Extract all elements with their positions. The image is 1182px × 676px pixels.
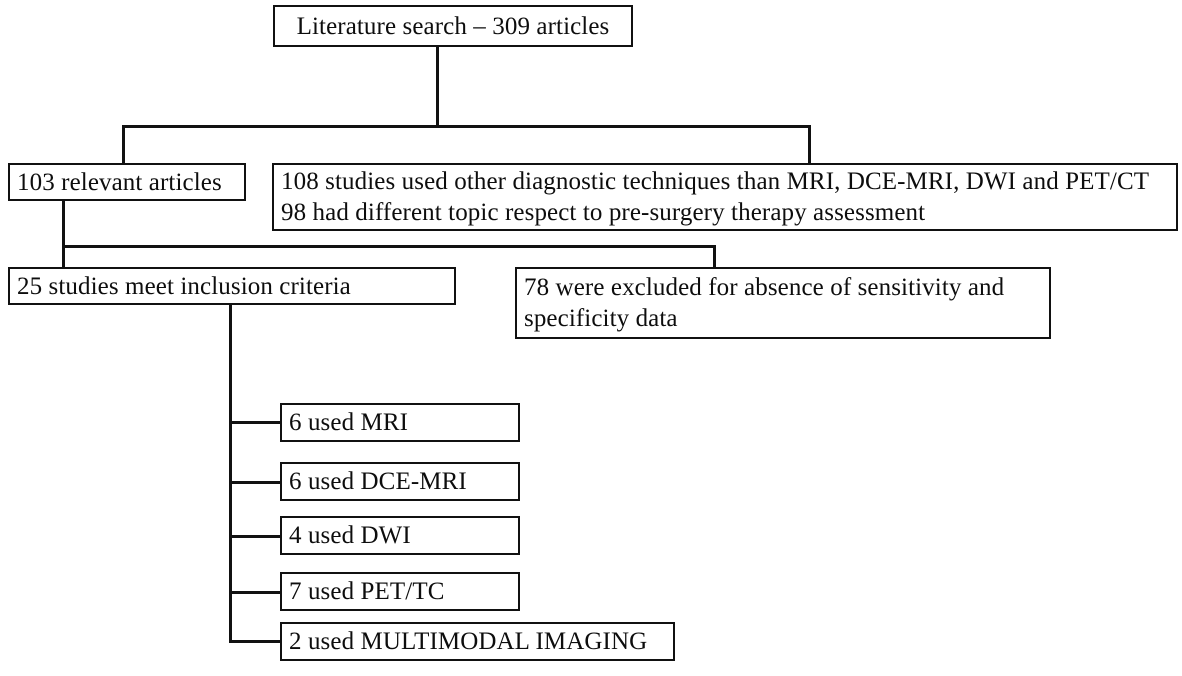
node-modality-dwi-label: 4 used DWI bbox=[289, 522, 411, 549]
connector-stub-modality-2 bbox=[229, 481, 282, 484]
connector-relevant-to-fork2 bbox=[62, 201, 65, 247]
node-modality-mri-label: 6 used MRI bbox=[289, 409, 409, 436]
node-second-exclusion-line-1: 78 were excluded for absence of sensitiv… bbox=[524, 274, 1005, 301]
connector-fork-bar-1 bbox=[122, 125, 811, 128]
node-second-exclusion: 78 were excluded for absence of sensitiv… bbox=[515, 267, 1051, 339]
node-modality-dwi: 4 used DWI bbox=[280, 516, 520, 555]
node-relevant-articles: 103 relevant articles bbox=[8, 163, 246, 201]
node-modality-multimodal: 2 used MULTIMODAL IMAGING bbox=[280, 622, 675, 661]
node-first-exclusion-line-1: 108 studies used other diagnostic techni… bbox=[281, 168, 1150, 195]
connector-stub-modality-3 bbox=[229, 535, 282, 538]
node-studies-included-label: 25 studies meet inclusion criteria bbox=[17, 272, 351, 300]
connector-fork2-right-drop bbox=[713, 245, 716, 269]
node-first-exclusion-line-2: 98 had different topic respect to pre-su… bbox=[281, 199, 926, 226]
node-modality-dce-mri: 6 used DCE-MRI bbox=[280, 462, 520, 501]
connector-fork1-left-drop bbox=[122, 125, 125, 163]
node-first-exclusion: 108 studies used other diagnostic techni… bbox=[272, 163, 1178, 231]
node-literature-search-label: Literature search – 309 articles bbox=[296, 12, 610, 40]
connector-stub-modality-1 bbox=[229, 421, 282, 424]
connector-fork-bar-2 bbox=[62, 245, 716, 248]
node-modality-pet-tc: 7 used PET/TC bbox=[280, 572, 520, 611]
connector-fork2-left-drop bbox=[62, 245, 65, 269]
node-modality-dce-mri-label: 6 used DCE-MRI bbox=[289, 468, 467, 495]
node-modality-pet-tc-label: 7 used PET/TC bbox=[289, 578, 445, 605]
node-modality-multimodal-label: 2 used MULTIMODAL IMAGING bbox=[289, 628, 648, 655]
node-studies-included: 25 studies meet inclusion criteria bbox=[8, 267, 456, 305]
node-literature-search: Literature search – 309 articles bbox=[273, 5, 633, 47]
connector-stub-modality-4 bbox=[229, 591, 282, 594]
connector-fork1-right-drop bbox=[808, 125, 811, 163]
node-relevant-articles-label: 103 relevant articles bbox=[17, 168, 222, 196]
connector-modality-spine bbox=[229, 305, 232, 642]
node-second-exclusion-line-2: specificity data bbox=[524, 305, 678, 332]
connector-stub-modality-5 bbox=[229, 640, 282, 643]
connector-search-to-fork bbox=[436, 47, 439, 127]
node-modality-mri: 6 used MRI bbox=[280, 403, 520, 442]
